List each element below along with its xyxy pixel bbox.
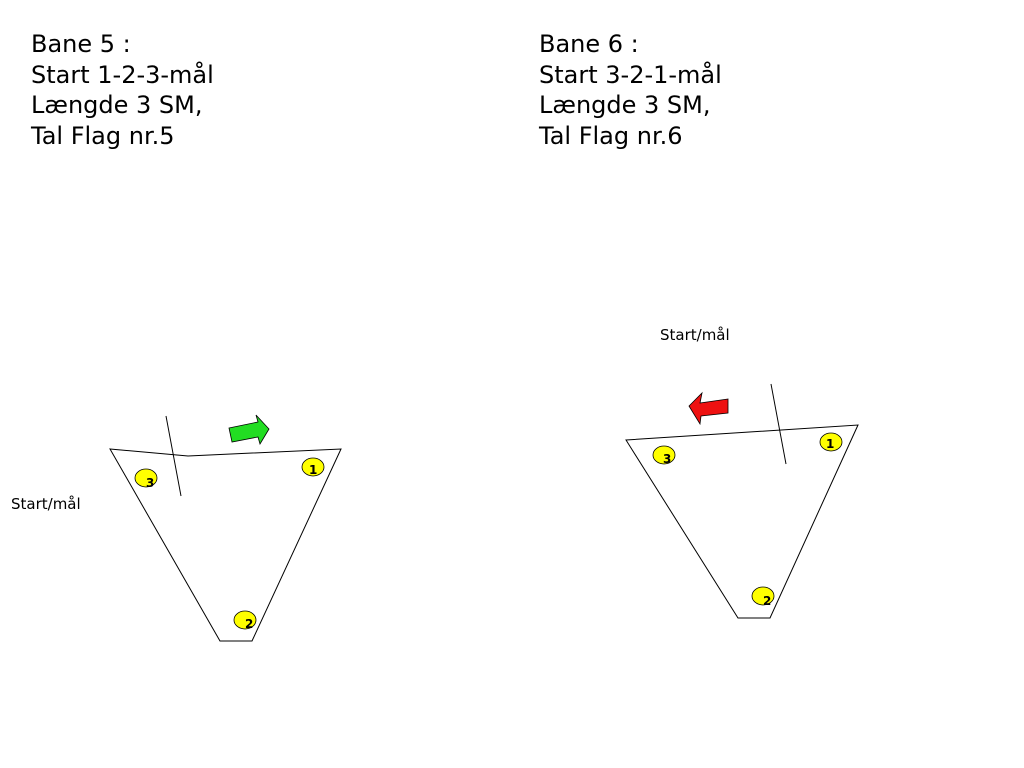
course-5-buoy-2: 2 (233, 610, 257, 631)
course-6-description: Bane 6 : Start 3-2-1-mål Længde 3 SM, Ta… (539, 29, 722, 151)
course-6-route: Start 3-2-1-mål (539, 60, 722, 89)
buoy-icon (233, 610, 257, 630)
buoy-icon (819, 432, 843, 452)
course-5-length: Længde 3 SM, (31, 91, 203, 119)
course-5-buoy-3: 3 (134, 468, 158, 490)
course-6-buoy-1: 1 (819, 432, 843, 452)
course-6-length: Længde 3 SM, (539, 91, 711, 119)
buoy-1-label: 1 (309, 463, 317, 477)
course-5-direction-arrow-icon (228, 414, 270, 445)
course-5-flag: Tal Flag nr.5 (31, 121, 175, 150)
buoy-icon (751, 586, 775, 606)
course-6-start-line (770, 383, 787, 465)
buoy-3-label: 3 (146, 476, 154, 490)
buoy-icon (652, 445, 676, 465)
course-6-start-finish-label: Start/mål (660, 326, 730, 344)
buoy-3-label: 3 (663, 452, 671, 466)
course-5-start-line (165, 415, 182, 497)
course-5-buoy-1: 1 (301, 457, 325, 477)
course-6-title: Bane 6 : (539, 30, 639, 58)
course-5-description: Bane 5 : Start 1-2-3-mål Længde 3 SM, Ta… (31, 29, 214, 151)
course-6-flag: Tal Flag nr.6 (539, 121, 683, 150)
buoy-2-label: 2 (763, 594, 771, 608)
buoy-1-label: 1 (826, 437, 834, 451)
course-6-direction-arrow-icon (688, 391, 729, 426)
course-6-outline (625, 424, 859, 619)
course-5-start-finish-label: Start/mål (11, 495, 81, 513)
buoy-icon (134, 468, 158, 488)
buoy-icon (301, 457, 325, 477)
course-5-route: Start 1-2-3-mål (31, 60, 214, 89)
course-5-title: Bane 5 : (31, 30, 131, 58)
course-6-diagram: 1 2 3 (625, 383, 859, 619)
course-6-buoy-2: 2 (751, 586, 775, 608)
course-5-outline (109, 448, 342, 642)
course-6-buoy-3: 3 (652, 445, 676, 466)
buoy-2-label: 2 (245, 617, 253, 631)
course-5-diagram: 1 2 3 (109, 414, 342, 642)
